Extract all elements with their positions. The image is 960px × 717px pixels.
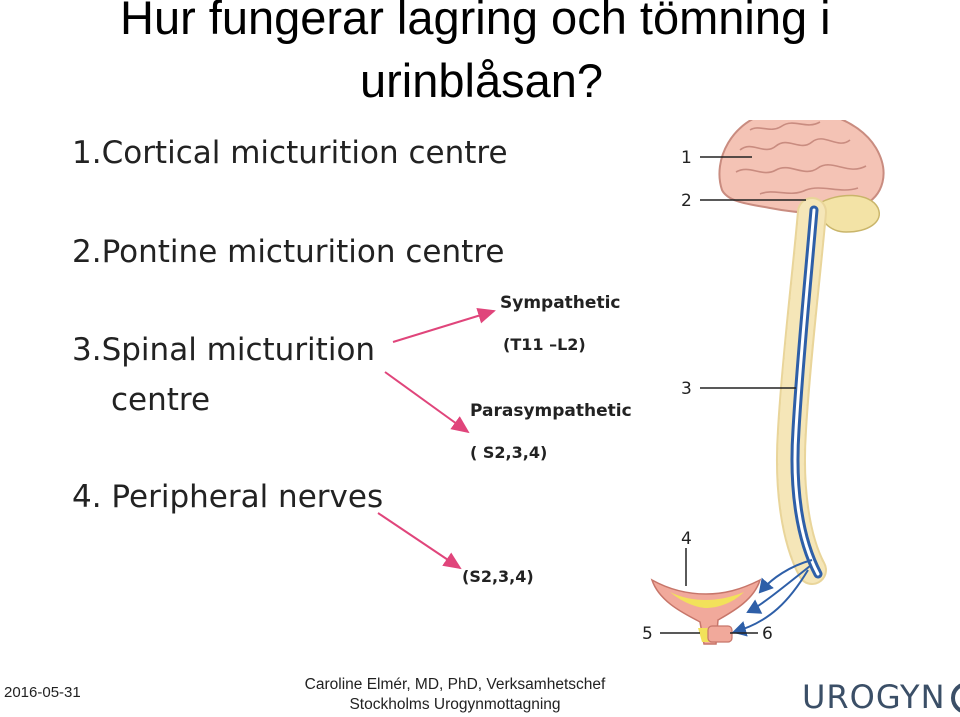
brain-illustration: [718, 120, 885, 233]
item-cortical-centre: 1.Cortical micturition centre: [72, 135, 508, 171]
item-spinal-centre: 3.Spinal micturition: [72, 332, 375, 368]
footer-organization: Stockholms Urogynmottagning: [349, 696, 561, 713]
logo-drop-icon: [950, 683, 960, 713]
spine-illustration: [775, 197, 827, 585]
logo-text: UROGYN: [802, 678, 946, 716]
item-spinal-centre-cont: centre: [111, 382, 210, 418]
figure-number-2: 2: [681, 191, 692, 211]
footer-author: Caroline Elmér, MD, PhD, Verksamhetschef: [304, 676, 606, 693]
label-sympathetic-segments: (T11 –L2): [503, 335, 586, 354]
label-parasympathetic-segments: ( S2,3,4): [470, 443, 547, 462]
arrow-to-sympathetic: [392, 308, 496, 343]
figure-number-4: 4: [681, 529, 692, 549]
item-pontine-centre: 2.Pontine micturition centre: [72, 234, 504, 270]
figure-number-3: 3: [681, 379, 692, 399]
label-peripheral-segments: (S2,3,4): [462, 567, 534, 586]
micturition-diagram: 1.Cortical micturition centre 2.Pontine …: [72, 120, 885, 645]
bladder-illustration: [650, 559, 813, 645]
arrow-to-peripheral: [377, 512, 462, 570]
arrow-to-parasympathetic: [384, 371, 470, 434]
figure-pointers: [660, 156, 806, 634]
figure-number-6: 6: [762, 624, 773, 644]
figure-number-1: 1: [681, 148, 692, 168]
urogyn-logo: UROGYN: [802, 677, 960, 717]
footer-author-block: Caroline Elmér, MD, PhD, Verksamhetschef…: [270, 675, 640, 715]
label-parasympathetic: Parasympathetic: [470, 401, 632, 421]
title-line-2: urinblåsan?: [360, 54, 604, 107]
item-peripheral-nerves: 4. Peripheral nerves: [72, 479, 383, 515]
footer-date: 2016-05-31: [4, 684, 81, 701]
label-sympathetic: Sympathetic: [500, 293, 620, 313]
title-line-1: Hur fungerar lagring och tömning i: [120, 0, 831, 44]
figure-number-5: 5: [642, 624, 653, 644]
